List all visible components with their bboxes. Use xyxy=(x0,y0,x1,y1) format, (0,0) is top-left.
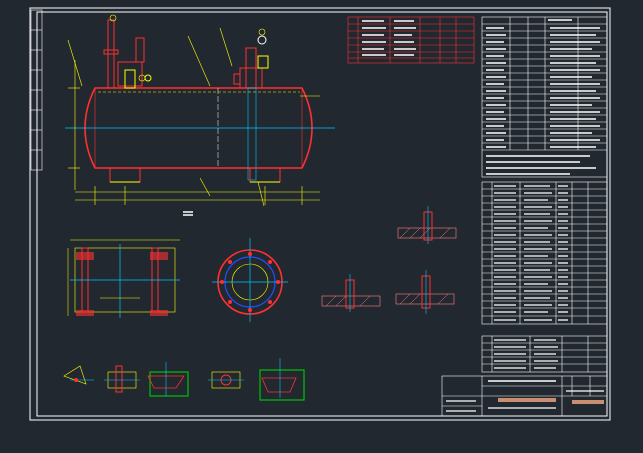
reference-table-text xyxy=(494,339,558,369)
technical-data-text xyxy=(486,19,600,175)
nozzle-left xyxy=(103,19,152,89)
weld-detail-3 xyxy=(147,362,189,397)
leader-markers xyxy=(109,14,266,82)
reference-table xyxy=(481,335,608,373)
nozzle-right xyxy=(233,35,269,89)
weld-detail-2 xyxy=(104,365,140,393)
saddle-section-view xyxy=(67,239,180,318)
parts-list-text xyxy=(494,185,568,321)
flange-end-view xyxy=(212,238,288,322)
nozzle-table xyxy=(347,16,475,64)
vessel-elevation-view xyxy=(65,14,335,216)
technical-data-table xyxy=(481,16,608,178)
vessel-dimensions xyxy=(67,27,320,207)
saddle-left xyxy=(109,167,141,183)
saddle-right xyxy=(249,167,281,183)
sheet-border xyxy=(29,7,611,421)
weld-detail-row xyxy=(63,358,305,401)
weld-detail-4 xyxy=(208,371,244,389)
nozzle-detail-2 xyxy=(321,274,381,312)
weld-detail-5 xyxy=(259,358,305,401)
title-block xyxy=(441,375,608,417)
binding-strip xyxy=(30,9,43,171)
title-block-text xyxy=(446,380,604,412)
nozzle-table-text xyxy=(362,20,416,56)
nozzle-detail-3 xyxy=(395,270,455,314)
nozzle-detail-views xyxy=(321,206,457,314)
weld-detail-1 xyxy=(63,365,94,385)
parts-list-table xyxy=(481,181,608,325)
nozzle-detail-1 xyxy=(397,206,457,244)
